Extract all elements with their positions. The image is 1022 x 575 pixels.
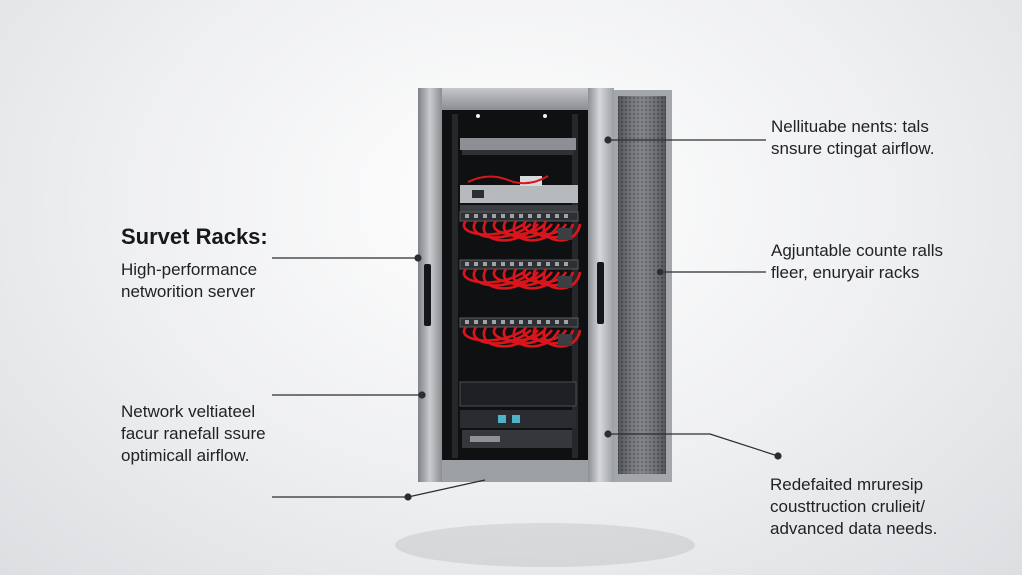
callout-line: optimicall airflow. [121,446,250,465]
callout-right-top: Nellituabe nents: tals snsure ctingat ai… [771,116,934,160]
callout-line: Nellituabe nents: tals [771,117,929,136]
perforated-side-panel [612,90,672,482]
red-network-cables [462,268,582,290]
callout-line: fleer, enuryair racks [771,263,920,282]
callout-line: networition server [121,282,256,301]
callout-right-middle: Agjuntable counte ralls fleer, enuryair … [771,240,943,284]
callout-line: advanced data needs. [770,519,938,538]
callout-line: Redefaited mruresip [770,475,924,494]
rack-bottom [442,460,588,482]
callout-line: cousttruction crulieit/ [770,497,925,516]
rack-shadow [395,523,695,567]
page-title: Survet Racks: [121,224,268,249]
patch-panel-group [459,211,582,348]
rack-handle-right [597,262,604,324]
callout-left-bottom: Network veltiateel facur ranefall ssure … [121,401,266,467]
network-switch [460,175,578,215]
patch-panel [459,211,582,242]
callout-line: snsure ctingat airflow. [771,139,935,158]
callout-line: High-performance [121,260,258,279]
callout-left-top: High-performance networition server [121,259,257,303]
callout-line: Agjuntable counte ralls [771,241,944,260]
patch-panel [459,259,582,290]
red-network-cables [462,220,582,242]
server-unit-top [460,138,576,155]
rack-top [442,88,588,110]
server-unit-lower [459,381,577,448]
callout-line: facur ranefall ssure [121,424,266,443]
leader-lines [272,136,782,501]
callout-right-bottom: Redefaited mruresip cousttruction crulie… [770,474,937,540]
rack-handle-left [424,264,431,326]
patch-panel [459,317,582,348]
callout-line: Network veltiateel [121,402,256,421]
